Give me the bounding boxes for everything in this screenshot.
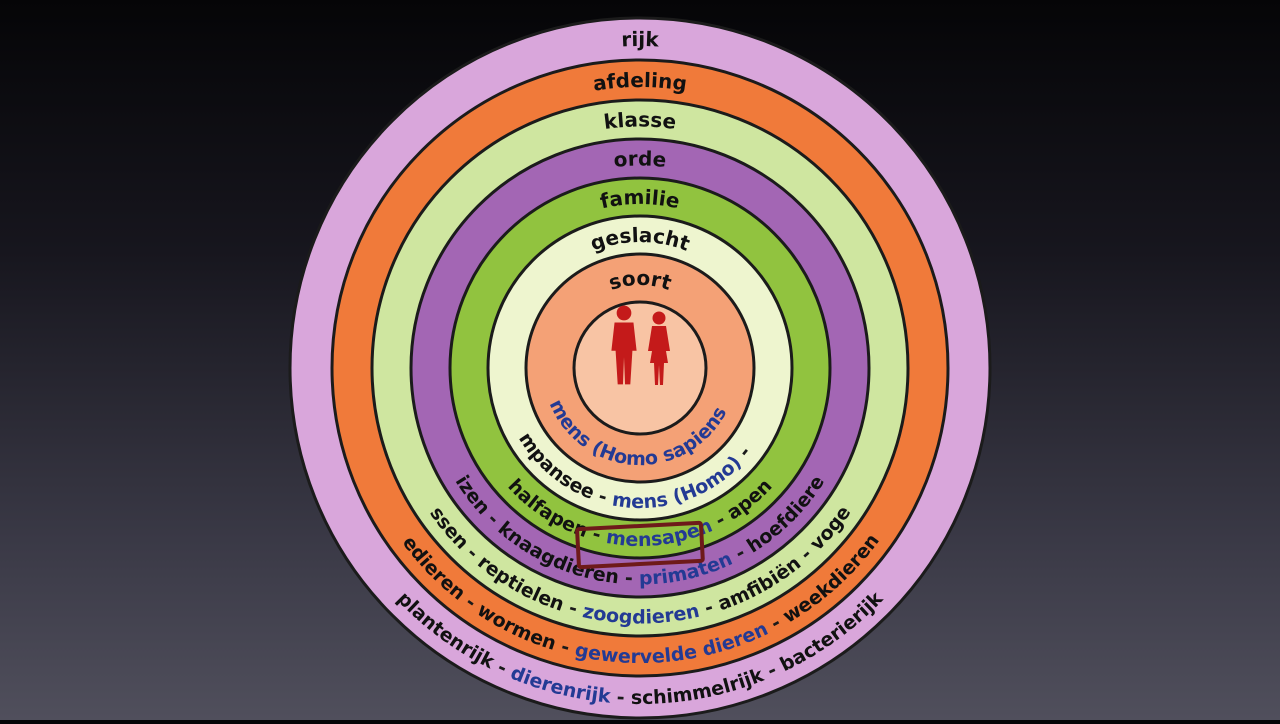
center-disc: [572, 300, 708, 436]
separator: -: [0, 0, 4, 5]
separator: -: [0, 0, 4, 5]
separator: -: [618, 566, 640, 589]
separator: -: [0, 0, 4, 5]
highlight-box: [575, 520, 705, 570]
separator: -: [0, 0, 4, 5]
list-item: geleedpotigen: [0, 0, 7, 5]
male-figure-icon: [611, 305, 637, 385]
list-item: roofdieren: [0, 0, 7, 5]
list-item: gorilla: [0, 0, 7, 5]
ring-title-orde: orde: [613, 146, 668, 172]
list-item: orang-oetan: [0, 0, 7, 5]
separator: -: [0, 0, 4, 5]
separator: -: [0, 0, 4, 5]
humans-icon: [611, 305, 670, 385]
separator: -: [0, 0, 4, 5]
ring-title-klasse: klasse: [602, 107, 677, 134]
separator: -: [609, 686, 631, 709]
separator: -: [0, 0, 4, 5]
ring-title-rijk: rijk: [621, 27, 660, 52]
list-item: olifanten: [0, 0, 7, 5]
list-item: stekelhuidigen: [0, 0, 7, 5]
list-item: sponzen: [0, 0, 7, 5]
female-figure-icon: [648, 311, 670, 385]
list-item: eencellige dieren: [0, 0, 7, 5]
center-circle: [572, 300, 708, 436]
list-item: insectenteters: [0, 0, 7, 5]
